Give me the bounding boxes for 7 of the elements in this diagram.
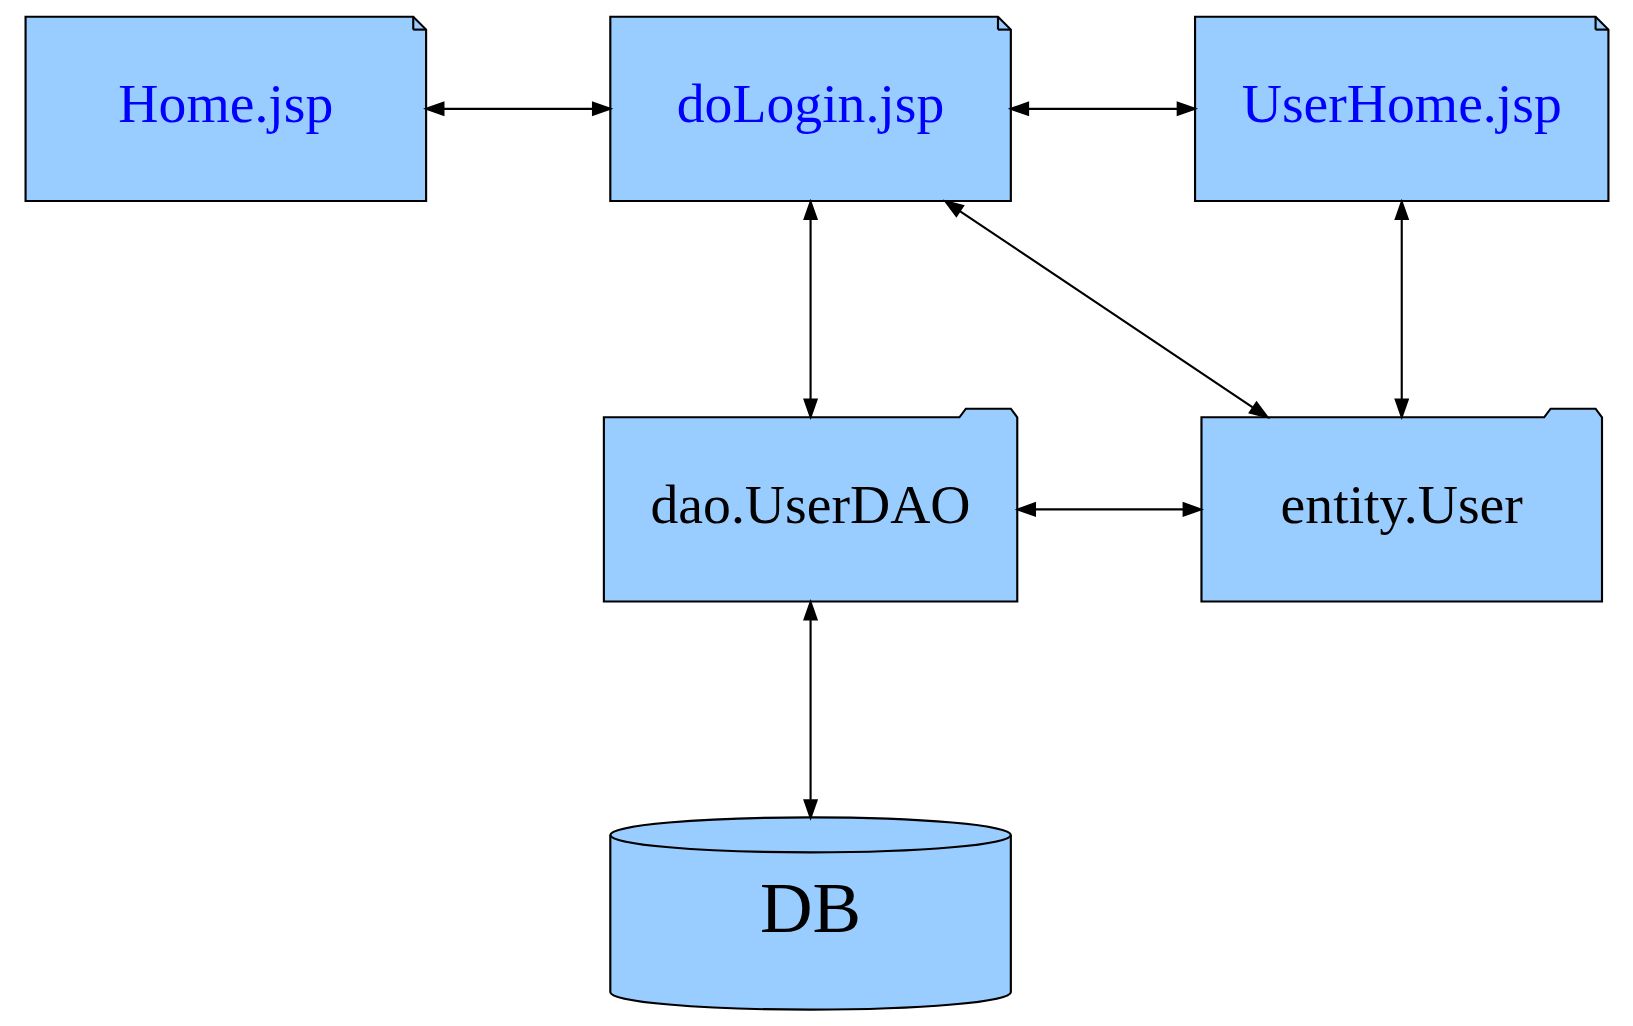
arrow bbox=[1014, 501, 1204, 517]
arrow bbox=[942, 199, 1270, 420]
arrow bbox=[802, 198, 818, 420]
arrow bbox=[1007, 101, 1198, 117]
arrow bbox=[802, 599, 818, 821]
arrow bbox=[422, 101, 613, 117]
arrow bbox=[1393, 198, 1409, 420]
